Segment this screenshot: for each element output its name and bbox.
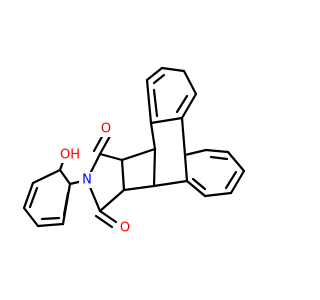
hydroxyl-text: OH xyxy=(60,148,80,163)
hydroxyl-label: OH xyxy=(58,147,82,163)
atom-label-layer: OH N O O xyxy=(58,121,133,236)
bridge-bonds xyxy=(149,116,187,157)
carbonyl-bonds xyxy=(92,131,118,229)
molecule-structure-diagram: OH N O O xyxy=(22,66,246,236)
carbonyl-oxygen-upper-text: O xyxy=(101,122,111,137)
nitrogen-label: N xyxy=(79,172,95,188)
carbonyl-oxygen-lower-text: O xyxy=(120,221,130,236)
carbonyl-oxygen-upper-label: O xyxy=(98,121,114,137)
lower-benzene-ring xyxy=(183,148,246,198)
carbonyl-oxygen-lower-label: O xyxy=(117,220,133,236)
core-framework xyxy=(120,147,189,192)
upper-benzene-ring xyxy=(145,66,198,125)
bond-layer xyxy=(22,66,246,229)
nitrogen-text: N xyxy=(82,173,92,188)
phenol-ring xyxy=(22,168,72,228)
